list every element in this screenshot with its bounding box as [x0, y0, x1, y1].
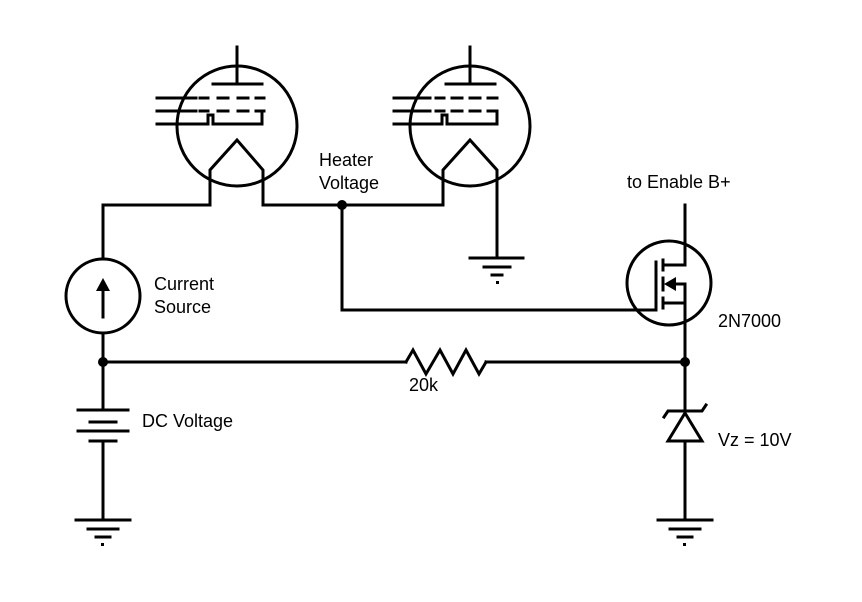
- heater-voltage-label-line1: Heater: [319, 150, 373, 170]
- zener-voltage-label: Vz = 10V: [718, 430, 792, 450]
- current-source-label-line2: Source: [154, 297, 211, 317]
- mosfet-part-label: 2N7000: [718, 311, 781, 331]
- heater-voltage-label-line2: Voltage: [319, 173, 379, 193]
- vacuum-tube-2: [392, 45, 532, 260]
- enable-b-plus-label: to Enable B+: [627, 172, 731, 192]
- dc-voltage-label: DC Voltage: [142, 411, 233, 431]
- vacuum-tube-1: [155, 45, 299, 207]
- ground-right: [656, 518, 714, 546]
- ground-left: [74, 518, 132, 546]
- zener-diode: [661, 402, 709, 443]
- wiring: [101, 203, 687, 522]
- resistor-20k: [403, 346, 489, 378]
- junction-right: [680, 357, 690, 367]
- current-source: [64, 257, 142, 335]
- junction-heater: [337, 200, 347, 210]
- current-source-label-line1: Current: [154, 274, 214, 294]
- ground-tube2: [468, 256, 525, 284]
- junction-left: [98, 357, 108, 367]
- resistor-value-label: 20k: [409, 375, 439, 395]
- battery-dc-voltage: [76, 408, 130, 443]
- mosfet-2n7000: [625, 239, 713, 327]
